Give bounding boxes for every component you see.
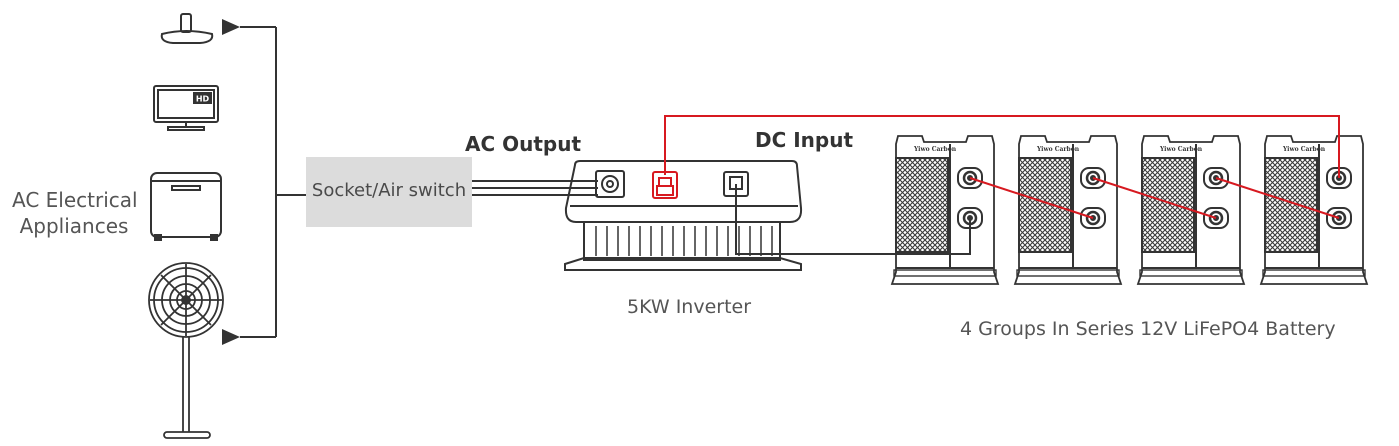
battery-unit-4: Yiwo Carbon [1259, 135, 1369, 285]
ac-output-wires [472, 180, 598, 196]
inverter-icon [564, 160, 803, 271]
svg-text:Yiwo Carbon: Yiwo Carbon [1036, 146, 1080, 153]
battery-unit-2: Yiwo Carbon [1013, 135, 1123, 285]
dc-positive-cable [664, 115, 1340, 178]
chest-freezer-icon [150, 172, 222, 241]
svg-text:Yiwo Carbon: Yiwo Carbon [1282, 146, 1326, 153]
socket-box [306, 157, 472, 227]
inverter-label: 5KW Inverter [627, 296, 752, 318]
standing-fan-icon [148, 262, 224, 439]
appliances-label-line-2: Appliances [19, 214, 129, 238]
battery-label: 4 Groups In Series 12V LiFePO4 Battery [960, 318, 1336, 340]
svg-text:Yiwo Carbon: Yiwo Carbon [1159, 146, 1203, 153]
appliances-label-line-1: AC Electrical [12, 188, 138, 212]
battery-unit-1: Yiwo Carbon [890, 135, 1000, 285]
svg-text:Yiwo Carbon: Yiwo Carbon [913, 146, 957, 153]
series-links [969, 177, 1340, 219]
svg-text:HD: HD [196, 95, 210, 104]
socket-label: Socket/Air switch [311, 180, 467, 201]
tv-icon: HD [153, 85, 219, 131]
ac-output-label: AC Output [465, 132, 582, 156]
inverter-positive-port [652, 171, 678, 199]
dc-negative-cable [735, 184, 971, 255]
dc-input-label: DC Input [755, 128, 854, 152]
battery-unit-3: Yiwo Carbon [1136, 135, 1246, 285]
appliances-label: AC Electrical Appliances [12, 187, 138, 239]
distribution-lines [222, 19, 306, 345]
ceiling-lamp-icon [160, 13, 214, 44]
